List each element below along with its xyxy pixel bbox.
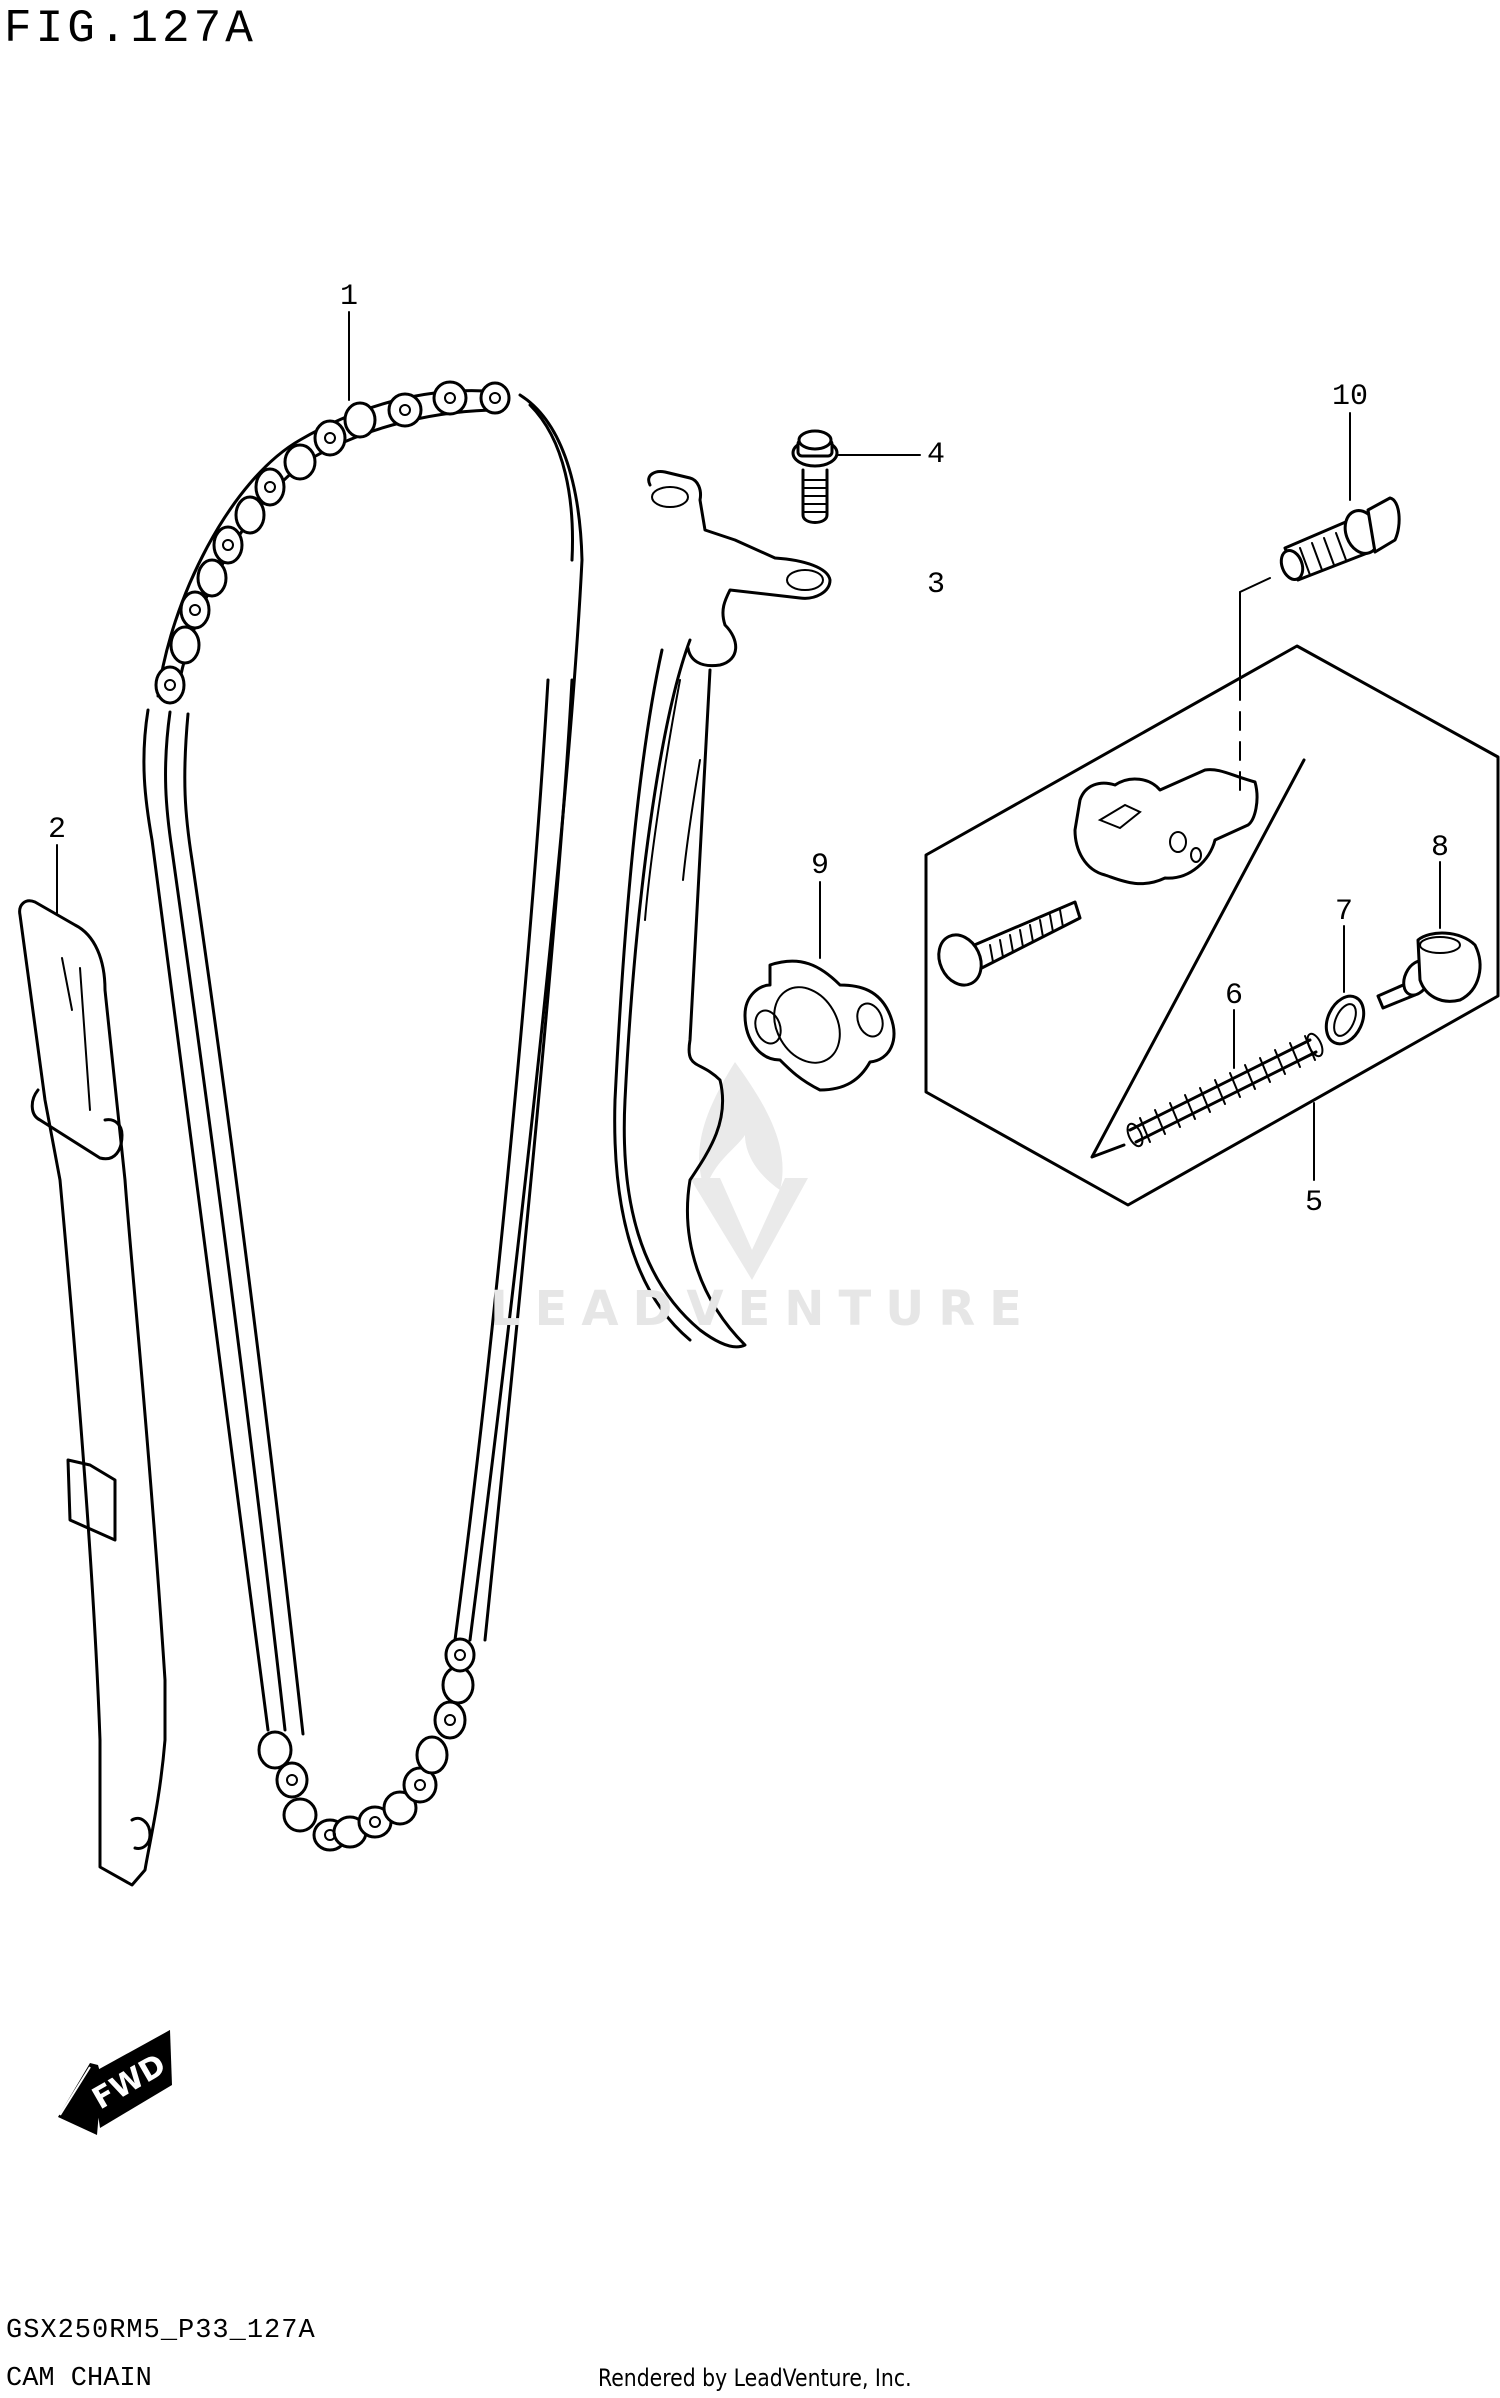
figure-name: CAM CHAIN: [6, 2364, 152, 2394]
callout-8[interactable]: 8: [1430, 831, 1450, 865]
callout-2[interactable]: 2: [47, 813, 67, 847]
cam-chain-part-1[interactable]: [142, 311, 584, 1852]
plug-bolt-part-8[interactable]: [1376, 861, 1482, 1010]
chain-links-upper: [154, 380, 511, 705]
callout-7[interactable]: 7: [1334, 895, 1354, 929]
figure-code: GSX250RM5_P33_127A: [6, 2316, 316, 2346]
render-credit: Rendered by LeadVenture, Inc.: [598, 2364, 912, 2392]
callout-9[interactable]: 9: [810, 849, 830, 883]
watermark-text: LEADVENTURE: [490, 1281, 1036, 1337]
tensioner-adjuster-assy-part-5[interactable]: [924, 644, 1500, 1207]
callout-3[interactable]: 3: [926, 568, 946, 602]
leadventure-logo-watermark: [690, 1062, 808, 1280]
chain-links-lower: [257, 1637, 476, 1852]
forward-arrow-icon: FWD: [58, 2030, 172, 2135]
callout-1[interactable]: 1: [339, 280, 359, 314]
spring-part-6[interactable]: [1124, 1009, 1325, 1148]
cam-chain-tensioner-part-3[interactable]: [613, 470, 832, 1349]
gasket-part-9[interactable]: [743, 881, 896, 1092]
figure-title: FIG.127A: [4, 3, 257, 55]
cam-chain-guide-part-2[interactable]: [18, 844, 167, 1887]
callout-4[interactable]: 4: [926, 438, 946, 472]
bolt-part-4[interactable]: [791, 429, 921, 524]
callout-5[interactable]: 5: [1304, 1186, 1324, 1220]
callout-10[interactable]: 10: [1331, 380, 1369, 414]
gasket-ring-part-7[interactable]: [1319, 925, 1371, 1050]
callout-6[interactable]: 6: [1224, 979, 1244, 1013]
bolt-part-10[interactable]: [1239, 412, 1401, 791]
